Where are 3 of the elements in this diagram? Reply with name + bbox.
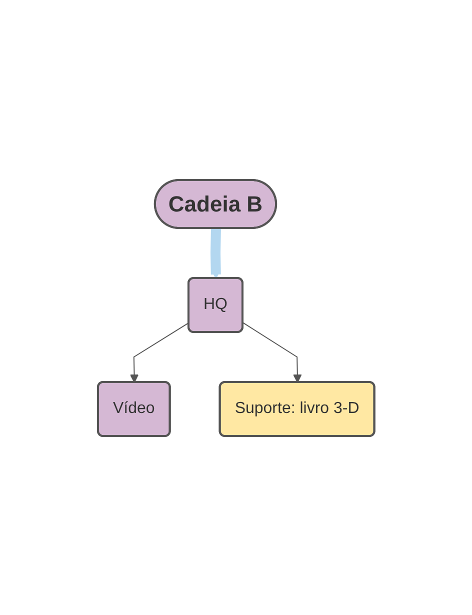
arrow bbox=[130, 322, 190, 382]
arrow bbox=[210, 228, 221, 278]
arrow bbox=[242, 322, 302, 382]
